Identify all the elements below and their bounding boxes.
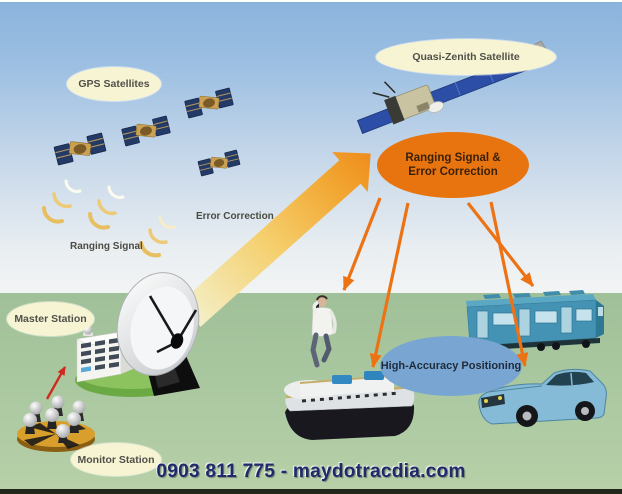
gps-satellites-label-text: GPS Satellites xyxy=(78,78,150,90)
broadcast-arrow-person xyxy=(342,197,382,291)
dish-antenna-icon xyxy=(116,272,200,396)
monitor-to-master-arrow xyxy=(45,366,67,400)
ranging-error-callout: Ranging Signal & Error Correction xyxy=(377,132,529,198)
high-accuracy-callout: High-Accuracy Positioning xyxy=(380,336,522,396)
ranging-error-line2: Error Correction xyxy=(408,166,498,178)
uplink-beam-arrow xyxy=(179,152,371,327)
ranging-error-line1: Ranging Signal & xyxy=(405,151,501,164)
broadcast-arrow-car xyxy=(489,201,529,367)
monitor-station-label: Monitor Station xyxy=(71,443,161,476)
top-border xyxy=(0,0,622,2)
person-with-phone-icon xyxy=(310,295,337,368)
gps-satellites-label: GPS Satellites xyxy=(67,67,161,101)
high-accuracy-text: High-Accuracy Positioning xyxy=(380,360,522,372)
train-icon xyxy=(466,290,604,354)
monitor-station-label-text: Monitor Station xyxy=(77,453,155,466)
footer-contact: 0903 811 775 - maydotracdia.com xyxy=(156,461,466,482)
broadcast-arrow-ship xyxy=(369,202,410,368)
error-correction-label: Error Correction xyxy=(196,211,274,222)
bottom-border xyxy=(0,489,622,494)
antenna-array-icon xyxy=(17,395,95,452)
radio-wave-arcs-icon xyxy=(42,179,176,258)
ranging-signal-label: Ranging Signal xyxy=(70,241,143,252)
master-station-label-text: Master Station xyxy=(14,313,87,325)
quasi-zenith-satellite-label: Quasi-Zenith Satellite xyxy=(376,39,556,75)
ship-icon xyxy=(284,371,415,440)
car-icon xyxy=(478,368,607,427)
quasi-zenith-satellite-label-text: Quasi-Zenith Satellite xyxy=(412,51,520,63)
master-station-label: Master Station xyxy=(7,302,94,336)
